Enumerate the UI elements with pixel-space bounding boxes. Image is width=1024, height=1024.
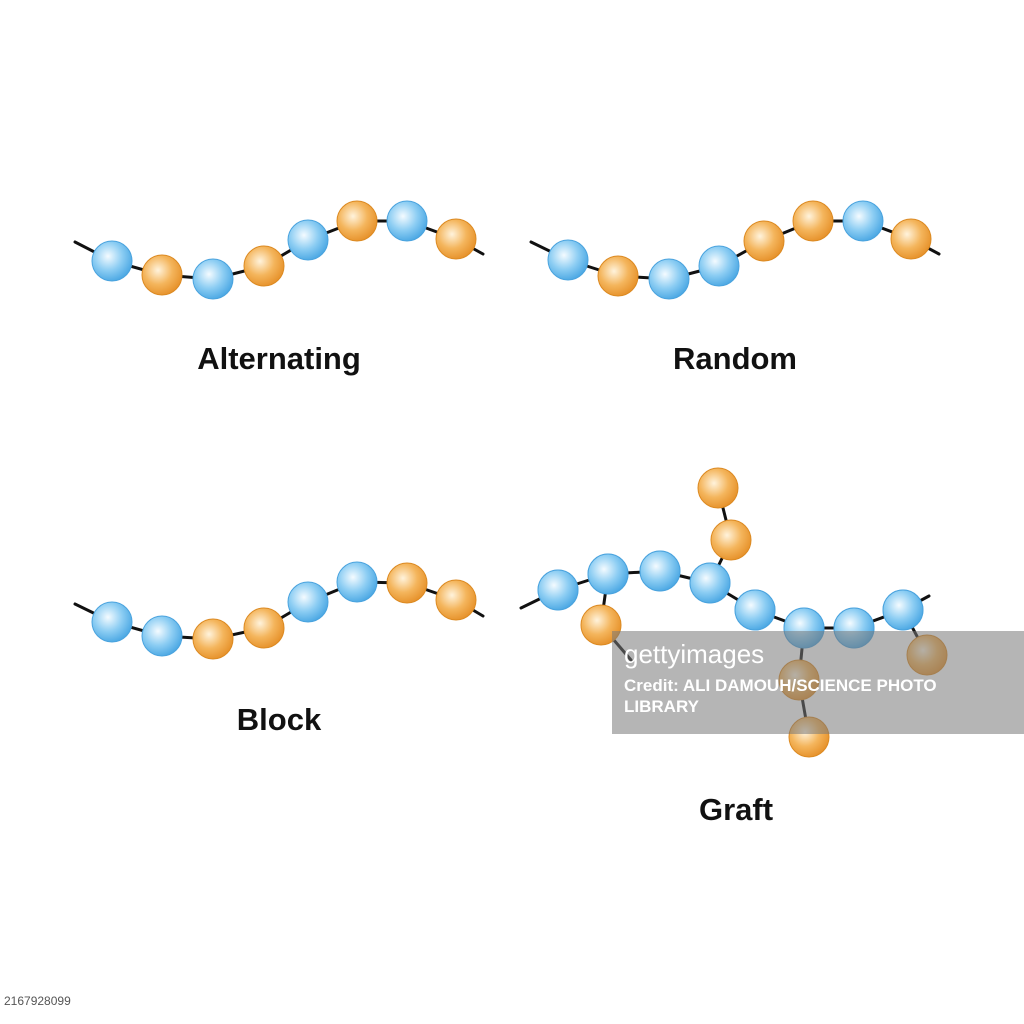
- label-block: Block: [236, 702, 322, 737]
- image-id: 2167928099: [4, 994, 71, 1008]
- monomer-a-bead: [91, 240, 133, 282]
- label-alternating: Alternating: [197, 341, 361, 376]
- monomer-a-bead: [842, 200, 884, 242]
- monomer-b-bead: [336, 200, 378, 242]
- monomer-a-bead: [882, 589, 924, 631]
- monomer-a-bead: [648, 258, 690, 300]
- monomer-a-bead: [698, 245, 740, 287]
- monomer-a-bead: [587, 553, 629, 595]
- monomer-b-bead: [710, 519, 752, 561]
- monomer-a-bead: [287, 581, 329, 623]
- monomer-b-bead: [141, 254, 183, 296]
- monomer-b-bead: [890, 218, 932, 260]
- label-graft: Graft: [698, 792, 774, 827]
- monomer-a-bead: [192, 258, 234, 300]
- monomer-b-bead: [792, 200, 834, 242]
- label-random: Random: [673, 341, 797, 376]
- monomer-a-bead: [689, 562, 731, 604]
- watermark-overlay: gettyimages Credit: ALI DAMOUH/SCIENCE P…: [612, 631, 1024, 734]
- monomer-a-bead: [537, 569, 579, 611]
- monomer-a-bead: [386, 200, 428, 242]
- monomer-a-bead: [639, 550, 681, 592]
- watermark-logo: gettyimages: [624, 639, 765, 669]
- monomer-b-bead: [435, 579, 477, 621]
- monomer-a-bead: [287, 219, 329, 261]
- monomer-b-bead: [435, 218, 477, 260]
- monomer-b-bead: [697, 467, 739, 509]
- monomer-b-bead: [192, 618, 234, 660]
- monomer-b-bead: [243, 607, 285, 649]
- monomer-a-bead: [734, 589, 776, 631]
- monomer-b-bead: [243, 245, 285, 287]
- monomer-b-bead: [386, 562, 428, 604]
- monomer-b-bead: [580, 604, 622, 646]
- monomer-a-bead: [336, 561, 378, 603]
- monomer-a-bead: [91, 601, 133, 643]
- watermark-credit: Credit: ALI DAMOUH/SCIENCE PHOTO LIBRARY: [624, 676, 937, 716]
- monomer-a-bead: [547, 239, 589, 281]
- monomer-b-bead: [743, 220, 785, 262]
- monomer-a-bead: [141, 615, 183, 657]
- monomer-b-bead: [597, 255, 639, 297]
